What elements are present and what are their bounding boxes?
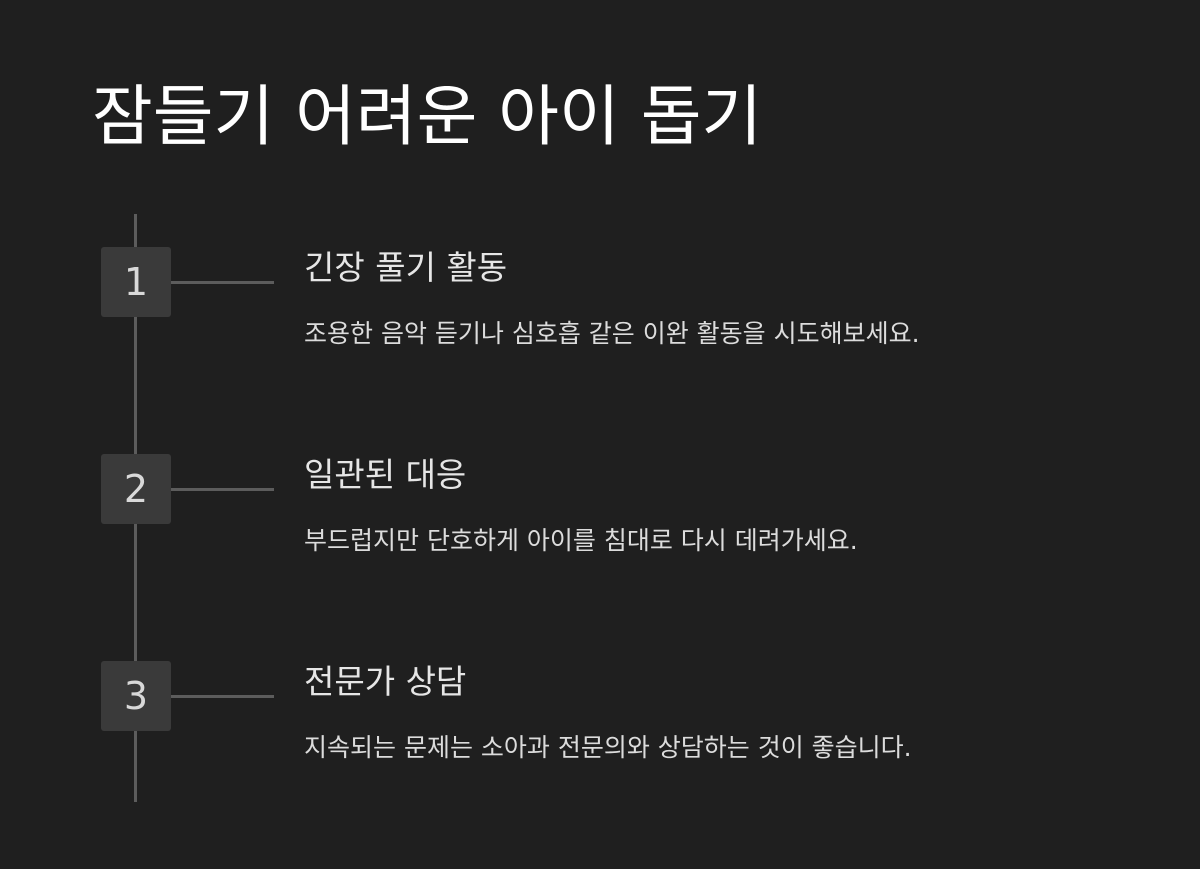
timeline-step: 2 일관된 대응 부드럽지만 단호하게 아이를 침대로 다시 데려가세요. xyxy=(0,207,1200,555)
step-description: 부드럽지만 단호하게 아이를 침대로 다시 데려가세요. xyxy=(304,526,858,555)
step-description: 지속되는 문제는 소아과 전문의와 상담하는 것이 좋습니다. xyxy=(304,733,912,762)
step-number-badge: 1 xyxy=(101,247,171,317)
step-number-badge: 2 xyxy=(101,454,171,524)
step-connector-line xyxy=(171,281,274,284)
step-connector-line xyxy=(171,488,274,491)
step-title: 일관된 대응 xyxy=(304,455,467,494)
step-title: 긴장 풀기 활동 xyxy=(304,248,508,287)
step-connector-line xyxy=(171,695,274,698)
step-description: 조용한 음악 듣기나 심호흡 같은 이완 활동을 시도해보세요. xyxy=(304,319,920,348)
timeline-step: 3 전문가 상담 지속되는 문제는 소아과 전문의와 상담하는 것이 좋습니다. xyxy=(0,414,1200,762)
step-title: 전문가 상담 xyxy=(304,662,467,701)
step-number-badge: 3 xyxy=(101,661,171,731)
page-title: 잠들기 어려운 아이 돕기 xyxy=(92,78,763,155)
timeline-step: 1 긴장 풀기 활동 조용한 음악 듣기나 심호흡 같은 이완 활동을 시도해보… xyxy=(0,0,1200,348)
